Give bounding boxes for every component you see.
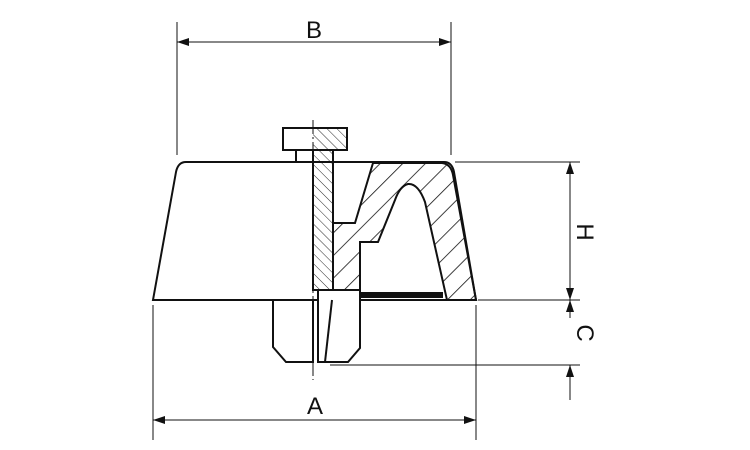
- dim-label-B: B: [306, 17, 322, 44]
- stud-right: [317, 289, 361, 363]
- dim-label-A: A: [307, 393, 323, 420]
- lower-parts: [272, 289, 361, 363]
- hatched-section: [332, 162, 478, 301]
- dimension-lines: [152, 22, 580, 440]
- nut-left: [272, 299, 314, 363]
- bolt-head-hatch: [313, 128, 347, 150]
- black-plate: [358, 292, 443, 298]
- bolt-shank: [312, 149, 334, 291]
- dim-label-C: C: [571, 324, 598, 341]
- dim-label-H: H: [571, 223, 598, 240]
